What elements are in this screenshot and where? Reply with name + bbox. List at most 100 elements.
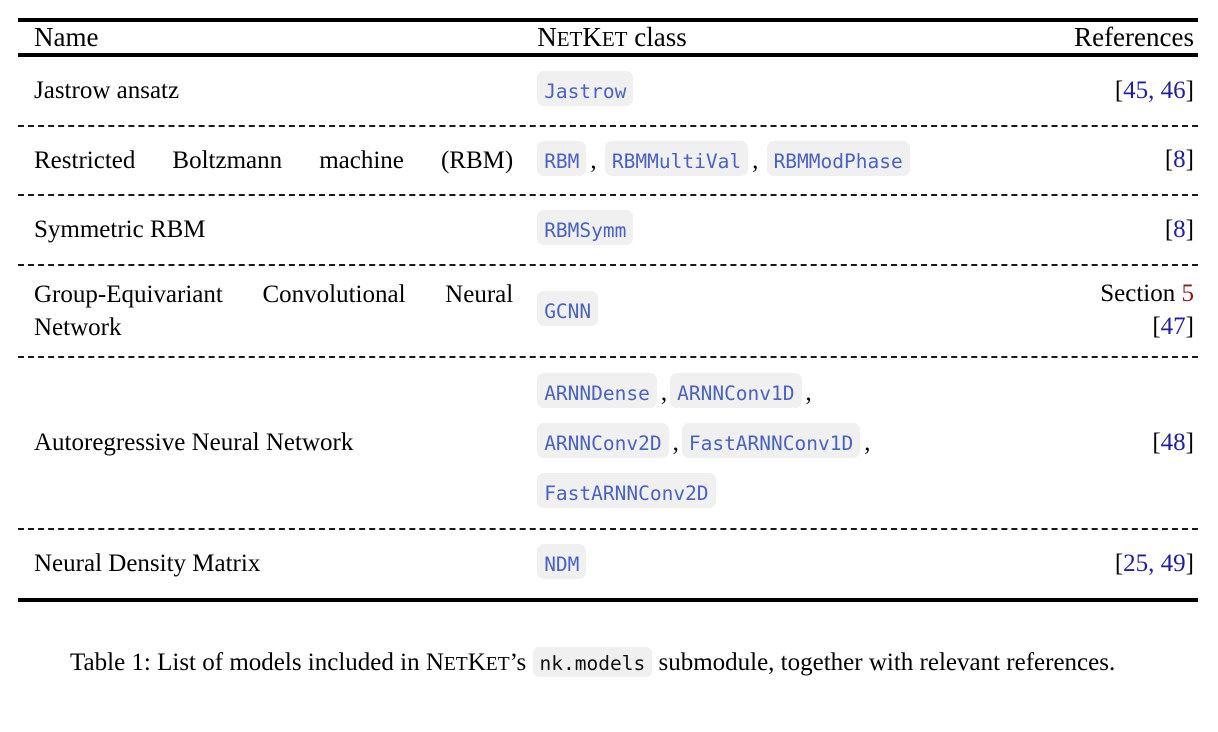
citation-reference: [48]: [1013, 427, 1194, 460]
column-header-netket-class: NETKET class: [537, 22, 1013, 53]
chip-separator: ,: [590, 146, 597, 174]
netket-n: N: [537, 22, 557, 52]
class-chip[interactable]: GCNN: [537, 291, 599, 326]
row-separator: [18, 356, 1198, 358]
citation-bracket-open: [: [1114, 549, 1124, 577]
chip-gap: [760, 147, 766, 174]
chip-line: ARNNConv2D,FastARNNConv1D,: [537, 418, 1007, 468]
column-header-references: References: [1074, 22, 1194, 52]
caption-netket-n: N: [425, 649, 444, 676]
citation-reference: [25, 49]: [1013, 548, 1194, 581]
references-cell: [8]: [1013, 196, 1198, 264]
model-name-cell: Group-Equivariant Convolutional Neural N…: [34, 280, 514, 341]
citation-reference: [8]: [1013, 214, 1194, 247]
chip-separator: ,: [672, 429, 679, 456]
caption-netket-et1: ET: [443, 654, 468, 675]
citation-bracket-close: ]: [1185, 428, 1194, 456]
class-chip[interactable]: ARNNConv1D: [670, 373, 802, 408]
references-cell: [45, 46]: [1013, 57, 1198, 125]
section-reference: Section 5: [1013, 278, 1194, 311]
caption-text-after: submodule, together with relevant refere…: [652, 649, 1116, 676]
netket-class-cell: NDM: [537, 530, 1013, 598]
citation-bracket-open: [: [1164, 146, 1174, 173]
table-row: Symmetric RBM RBMSymm [8]: [18, 196, 1198, 264]
class-chip[interactable]: RBM: [537, 140, 587, 176]
netket-class-cell: GCNN: [537, 266, 1013, 357]
netket-class-cell: RBM, RBMMultiVal, RBMModPhase: [537, 127, 1013, 195]
chip-separator: ,: [864, 429, 871, 456]
chip-separator: ,: [805, 379, 812, 406]
class-chip[interactable]: ARNNDense: [537, 373, 657, 408]
model-name-cell: Symmetric RBM: [34, 216, 206, 244]
netket-class-cell: RBMSymm: [537, 196, 1013, 264]
citation-numbers[interactable]: 8: [1173, 215, 1186, 243]
models-table: Name NETKET class References: [18, 22, 1198, 53]
table-header-row: Name NETKET class References: [18, 22, 1198, 53]
class-chip[interactable]: RBMSymm: [537, 210, 634, 245]
citation-numbers[interactable]: 25, 49: [1123, 549, 1186, 577]
class-chip[interactable]: ARNNConv2D: [537, 423, 669, 458]
models-table-container: Name NETKET class References Jastrow ans…: [18, 18, 1198, 602]
dashed-rule: [18, 528, 1198, 530]
row-separator: [18, 263, 1198, 266]
dashed-rule: [18, 263, 1198, 266]
section-number[interactable]: 5: [1181, 280, 1195, 308]
table-row: Jastrow ansatz Jastrow [45, 46]: [18, 57, 1198, 125]
table-top-rule: [18, 18, 1198, 22]
citation-bracket-close: ]: [1185, 549, 1194, 577]
chip-line: ARNNDense,ARNNConv1D,: [537, 368, 1007, 418]
citation-bracket-open: [: [1152, 428, 1161, 456]
class-chip[interactable]: RBMModPhase: [766, 140, 910, 176]
citation-bracket-close: ]: [1185, 312, 1194, 340]
citation-numbers[interactable]: 8: [1173, 146, 1186, 173]
citation-bracket-open: [: [1152, 312, 1161, 340]
netket-class-suffix: class: [627, 22, 687, 52]
caption-label: Table 1:: [70, 649, 158, 676]
class-chip[interactable]: FastARNNConv2D: [537, 473, 716, 508]
section-label: Section: [1100, 280, 1182, 308]
citation-bracket-close: ]: [1185, 215, 1194, 243]
class-chip[interactable]: RBMMultiVal: [604, 140, 749, 176]
table-row: Restricted Boltzmann machine (RBM) RBM, R…: [18, 127, 1198, 195]
netket-k: K: [582, 22, 602, 52]
caption-text-before: List of models included in: [157, 649, 426, 676]
dashed-rule: [18, 356, 1198, 358]
chip-gap: [599, 147, 605, 174]
citation-bracket-close: ]: [1185, 76, 1194, 104]
citation-bracket-open: [: [1164, 215, 1174, 243]
citation-numbers[interactable]: 47: [1160, 312, 1186, 340]
references-cell: [25, 49]: [1013, 530, 1198, 598]
table-caption: Table 1: List of models included in NETK…: [70, 645, 1160, 681]
caption-netket-et2: ET: [485, 654, 510, 675]
column-header-name: Name: [34, 22, 99, 52]
netket-et2: ET: [601, 27, 628, 51]
citation-reference: [8]: [1013, 144, 1194, 177]
references-cell: Section 5[47]: [1013, 266, 1198, 357]
class-chip[interactable]: Jastrow: [537, 71, 634, 106]
netket-et1: ET: [556, 27, 583, 51]
citation-bracket-close: ]: [1185, 146, 1194, 173]
model-name-cell: Restricted Boltzmann machine (RBM): [34, 146, 514, 174]
dashed-rule: [18, 124, 1198, 127]
model-name-cell: Jastrow ansatz: [34, 77, 180, 105]
caption-code-nk-models: nk.models: [532, 647, 653, 677]
citation-bracket-open: [: [1114, 76, 1124, 104]
row-separator: [18, 124, 1198, 127]
table-header-rule: [18, 53, 1198, 57]
caption-possessive: ’s: [509, 649, 533, 676]
citation-numbers[interactable]: 48: [1160, 428, 1186, 456]
table-row: Group-Equivariant Convolutional Neural N…: [18, 266, 1198, 357]
class-chip[interactable]: NDM: [537, 544, 587, 579]
dashed-rule: [18, 194, 1198, 196]
netket-class-cell: Jastrow: [537, 57, 1013, 125]
row-separator: [18, 194, 1198, 196]
citation-numbers[interactable]: 45, 46: [1123, 76, 1186, 104]
caption-netket-k: K: [467, 649, 486, 676]
chip-separator: ,: [752, 146, 759, 174]
chip-separator: ,: [660, 379, 668, 406]
class-chip[interactable]: FastARNNConv1D: [681, 423, 861, 458]
table-bottom-rule: [18, 597, 1198, 602]
